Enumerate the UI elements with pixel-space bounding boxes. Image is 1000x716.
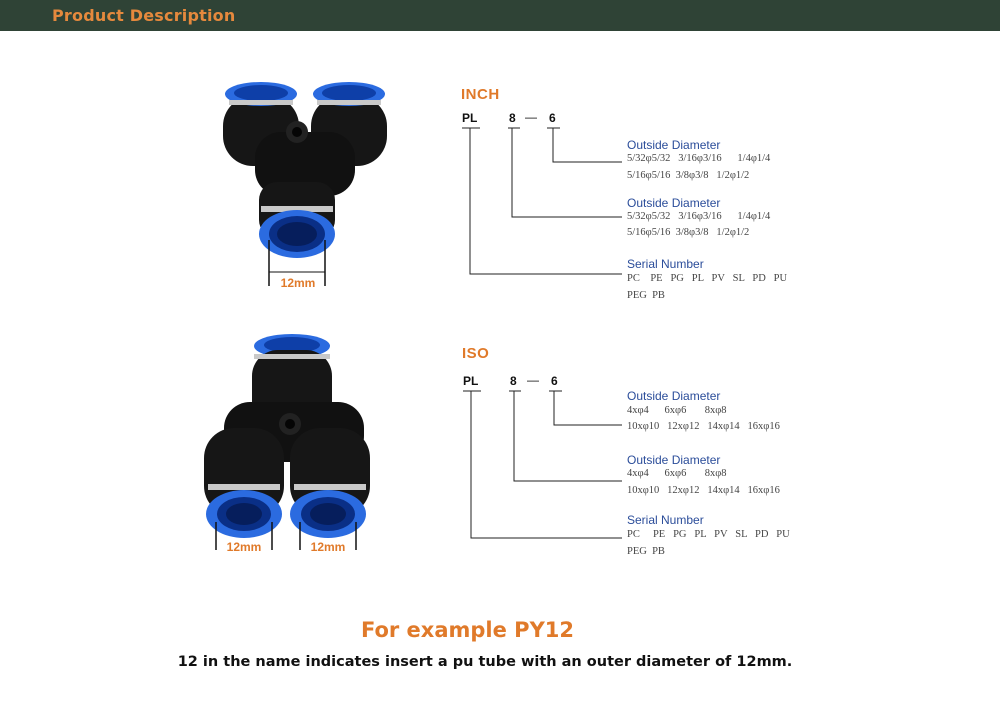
iso-outside-diameter-label-2: Outside Diameter: [627, 453, 721, 467]
iso-section-title: ISO: [462, 345, 490, 362]
iso-serial-number-values-a: PC PE PG PL PV SL PD PU: [627, 529, 790, 540]
iso-code-dash: —: [527, 373, 539, 387]
inch-outside-diameter-values-1b: 5/16φ5/16 3/8φ3/8 1/2φ1/2: [627, 170, 750, 181]
iso-outside-diameter-values-2b: 10xφ10 12xφ12 14xφ14 16xφ16: [627, 485, 780, 496]
example-title: For example PY12: [360, 618, 575, 642]
iso-code-last: 6: [551, 374, 558, 388]
header-bar: Product Description: [0, 0, 1000, 31]
iso-outside-diameter-values-1b: 10xφ10 12xφ12 14xφ14 16xφ16: [627, 421, 780, 432]
y-fitting-top-image: [223, 82, 387, 286]
iso-serial-number-values-b: PEG PB: [627, 546, 665, 557]
iso-outside-diameter-values-2a: 4xφ4 6xφ6 8xφ8: [627, 468, 727, 479]
bottom-left-port-dimension-label: 12mm: [226, 540, 262, 554]
inch-code-prefix: PL: [462, 111, 478, 125]
inch-outside-diameter-label-1: Outside Diameter: [627, 138, 721, 152]
inch-serial-number-label: Serial Number: [627, 257, 704, 271]
inch-code-middle: 8: [509, 111, 516, 125]
inch-serial-number-values-a: PC PE PG PL PV SL PD PU: [627, 273, 788, 284]
y-fitting-bottom-image: [204, 334, 370, 550]
iso-serial-number-label: Serial Number: [627, 513, 704, 527]
iso-outside-diameter-label-1: Outside Diameter: [627, 389, 721, 403]
iso-code-prefix: PL: [463, 374, 479, 388]
inch-outside-diameter-values-1a: 5/32φ5/32 3/16φ3/16 1/4φ1/4: [627, 153, 771, 164]
example-note: 12 in the name indicates insert a pu tub…: [177, 654, 793, 670]
inch-serial-number-values-b: PEG PB: [627, 290, 665, 301]
inch-code-dash: —: [525, 110, 537, 124]
inch-outside-diameter-values-2b: 5/16φ5/16 3/8φ3/8 1/2φ1/2: [627, 227, 750, 238]
top-port-dimension-label: 12mm: [280, 276, 316, 290]
inch-section-title: INCH: [461, 86, 500, 103]
iso-outside-diameter-values-1a: 4xφ4 6xφ6 8xφ8: [627, 405, 727, 416]
header-title: Product Description: [52, 6, 236, 25]
inch-code-last: 6: [549, 111, 556, 125]
inch-outside-diameter-values-2a: 5/32φ5/32 3/16φ3/16 1/4φ1/4: [627, 211, 771, 222]
iso-code-middle: 8: [510, 374, 517, 388]
inch-outside-diameter-label-2: Outside Diameter: [627, 196, 721, 210]
bottom-right-port-dimension-label: 12mm: [310, 540, 346, 554]
